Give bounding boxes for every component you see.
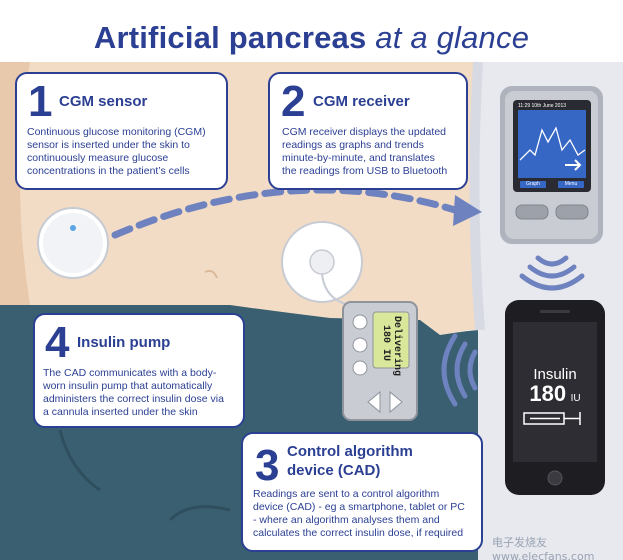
description-line: readings as graphs and trends [282, 139, 424, 151]
phone-value-number: 180 [529, 381, 567, 406]
description-line: the readings from USB to Bluetooth [282, 165, 448, 177]
wireless-waves-pump [441, 333, 478, 407]
receiver-graph-button: Graph [526, 181, 540, 187]
dashed-arrow [111, 186, 482, 239]
card-heading: Control algorithm device (CAD) [287, 442, 413, 480]
cad-card: 3 Control algorithm device (CAD) Reading… [241, 432, 483, 552]
insulin-pump-device [342, 301, 418, 421]
step-number: 1 [28, 77, 53, 126]
description-line: - where an algorithm analyses them and [253, 514, 440, 526]
card-description: CGM receiver displays the updated readin… [282, 126, 468, 178]
description-line: a cannula inserted under the skin [43, 406, 198, 418]
card-heading: Insulin pump [77, 334, 171, 351]
description-line: The CAD communicates with a body- [43, 367, 217, 379]
step-number: 2 [281, 77, 306, 126]
description-line: Readings are sent to a control algorithm [253, 488, 440, 500]
description-line: concentrations in the patient’s cells [27, 165, 190, 177]
insulin-pump-card: 4 Insulin pump The CAD communicates with… [33, 313, 245, 428]
infographic-title: Artificial pancreas at a glance [0, 20, 623, 56]
pump-screen-text: Delivering 180 IU [380, 316, 402, 377]
title-italic: at a glance [375, 20, 530, 55]
wireless-waves-receiver [519, 255, 585, 291]
description-line: device (CAD) - eg a smartphone, tablet o… [253, 501, 465, 513]
step-number: 4 [45, 318, 70, 367]
card-heading: CGM sensor [59, 93, 148, 110]
pump-screen-line: Delivering [391, 316, 402, 377]
description-line: Continuous glucose monitoring (CGM) [27, 126, 206, 138]
cgm-receiver-card: 2 CGM receiver CGM receiver displays the… [268, 72, 468, 190]
pump-screen-line: 180 IU [380, 324, 391, 361]
receiver-date: 11:29 10th June 2013 [518, 103, 567, 109]
heading-line: Control algorithm [287, 443, 413, 460]
card-description: The CAD communicates with a body- worn i… [43, 367, 245, 419]
shirt-fold [58, 429, 231, 522]
description-line: minute-by-minute, and translates [282, 152, 435, 164]
heading-line: device (CAD) [287, 462, 381, 479]
cgm-patch-device [281, 221, 363, 306]
description-line: calculates the correct insulin dose, if … [253, 527, 464, 539]
smartphone-device [505, 300, 605, 495]
description-line: sensor is inserted under the skin to [27, 139, 190, 151]
cgm-receiver-device [500, 86, 603, 244]
receiver-graph-line [519, 126, 586, 161]
phone-syringe-icon [523, 412, 581, 425]
right-panel-edge [469, 61, 485, 331]
navel [204, 269, 218, 279]
step-number: 3 [255, 441, 280, 490]
card-heading: CGM receiver [313, 93, 410, 110]
phone-insulin-value: 180 IU [513, 381, 597, 407]
description-line: worn insulin pump that automatically [43, 380, 213, 392]
skin-shadow [0, 62, 30, 305]
card-description: Readings are sent to a control algorithm… [253, 488, 483, 540]
cgm-sensor-card: 1 CGM sensor Continuous glucose monitori… [15, 72, 228, 190]
phone-value-unit: IU [570, 393, 581, 404]
description-line: continuously measure glucose [27, 152, 169, 164]
title-main: Artificial pancreas [93, 20, 376, 55]
description-line: administers the correct insulin dose via [43, 393, 224, 405]
card-description: Continuous glucose monitoring (CGM) sens… [27, 126, 227, 178]
description-line: CGM receiver displays the updated [282, 126, 446, 138]
phone-insulin-label: Insulin [533, 366, 577, 383]
cgm-sensor-device [37, 207, 109, 279]
receiver-menu-button: Menu [564, 181, 578, 187]
watermark: 电子发烧友 www.elecfans.com [492, 536, 595, 560]
